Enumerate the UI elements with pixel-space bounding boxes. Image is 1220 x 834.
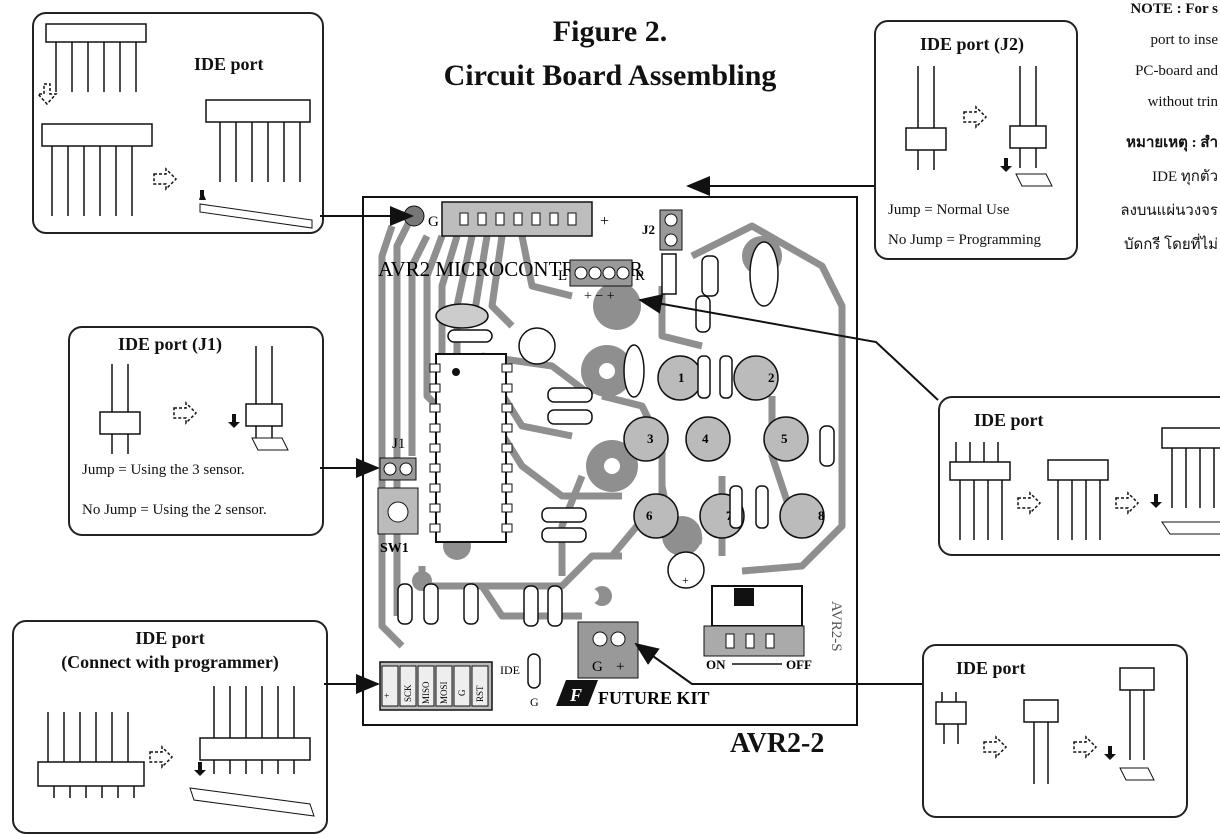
header-illustration [36, 23, 313, 229]
j2-note-nojump: No Jump = Programming [888, 232, 1042, 248]
future-kit-logo: F [556, 680, 598, 706]
resistors-mid [541, 387, 593, 543]
header-illustration [37, 686, 315, 817]
sw1-label: SW1 [380, 541, 409, 556]
figure-title: Circuit Board Assembling [443, 59, 777, 92]
pin-label: G [457, 689, 467, 696]
jumper-illustration [935, 667, 1155, 784]
callout-ide-j1: IDE port (J1) Jump = Using the 3 sensor.… [68, 326, 324, 536]
callout-title: IDE port [974, 410, 1044, 430]
note-th-line: ลงบนแผ่นวงจร [1120, 203, 1218, 219]
jumper-illustration [99, 346, 289, 454]
sensor-5-label: 5 [781, 431, 788, 446]
note-th-line: IDE ทุกตัว [1152, 169, 1218, 185]
j2-label: J2 [642, 222, 655, 237]
note-en-line: PC-board and [1135, 63, 1218, 79]
top-header-g-label: G [428, 214, 439, 230]
j1-note-nojump: No Jump = Using the 2 sensor. [82, 502, 267, 518]
svg-text:+: + [682, 573, 689, 587]
sensor-4-label: 4 [702, 431, 709, 446]
brand-name: FUTURE KIT [598, 688, 710, 708]
ide-label: IDE [500, 663, 520, 677]
side-code: AVR2-S [828, 601, 844, 652]
power-plus-label: + [616, 659, 624, 675]
sensor-8-label: 8 [818, 508, 825, 523]
sensor-6-label: 6 [646, 508, 653, 523]
figure-title-block: Figure 2. Circuit Board Assembling [390, 10, 830, 98]
resistors-bottom [397, 583, 563, 689]
sensor-3-label: 3 [647, 431, 654, 446]
callout-title: IDE port [194, 54, 264, 74]
j2-note-jump: Jump = Normal Use [888, 202, 1010, 218]
lr-left-label: L [558, 268, 567, 284]
pin-label: MISO [421, 681, 431, 704]
ide-g-label: G [530, 695, 539, 709]
programmer-pin-labels: + SCK MISO MOSI G RST [382, 681, 485, 704]
callout-subtitle: (Connect with programmer) [61, 652, 279, 672]
callout-ide-j2: IDE port (J2) Jump = Normal Use No Jump … [874, 20, 1078, 260]
note-th-line: บัดกรี โดยที่ไม่ [1123, 237, 1218, 253]
lr-polarity: + − + [584, 289, 615, 304]
figure-label: Figure 2. [552, 15, 668, 48]
pin-label: RST [475, 685, 485, 702]
note-en-line: without trin [1147, 94, 1218, 110]
note-english: NOTE : For s port to inse PC-board and w… [1130, 0, 1218, 118]
note-th-line: หมายเหตุ : สำ [1126, 135, 1218, 151]
callout-title: IDE port (J1) [118, 334, 222, 354]
top-header-plus-label: + [600, 213, 609, 230]
callout-title: IDE port [956, 658, 1026, 678]
pin-label: MOSI [439, 681, 449, 704]
callout-title: IDE port [135, 628, 205, 648]
callout-ide-right-middle: IDE port [938, 396, 1220, 556]
j1-board-label: J1 [392, 436, 405, 452]
pcb-board: G + J2 AVR2 MICROCONTROLLER L R + − + [362, 196, 858, 726]
lr-right-label: R [635, 268, 645, 284]
switch-off-label: OFF [786, 657, 812, 672]
callout-ide-programmer: IDE port (Connect with programmer) [12, 620, 328, 834]
sensor-1-label: 1 [678, 370, 685, 385]
model-number: AVR2-2 [730, 728, 825, 759]
pin-label: SCK [403, 684, 413, 702]
callout-ide-top-left: IDE port [32, 12, 324, 234]
sensor-2-label: 2 [768, 370, 775, 385]
microcontroller-ic [435, 353, 507, 543]
callout-title: IDE port (J2) [920, 34, 1024, 54]
note-en-line: NOTE : For s [1130, 1, 1218, 17]
jumper-illustration [905, 66, 1053, 187]
switch-on-label: ON [706, 657, 726, 672]
svg-text:F: F [569, 685, 582, 705]
power-g-label: G [592, 659, 603, 675]
j1-note-jump: Jump = Using the 3 sensor. [82, 462, 245, 478]
power-switch [711, 585, 803, 627]
note-thai: หมายเหตุ : สำ IDE ทุกตัว ลงบนแผ่นวงจร บั… [1120, 126, 1218, 262]
pin-label: + [382, 693, 392, 698]
header-illustration [949, 427, 1220, 540]
note-en-line: port to inse [1150, 32, 1219, 48]
callout-ide-bottom-right: IDE port [922, 644, 1188, 818]
